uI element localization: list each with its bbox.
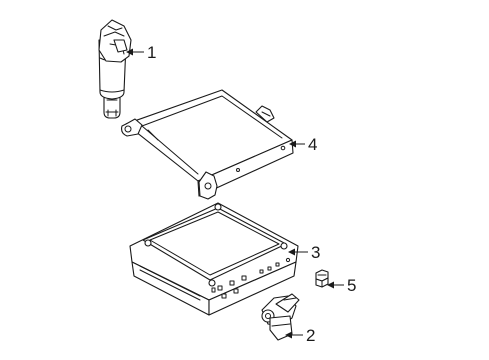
leader-5 bbox=[327, 281, 344, 289]
leader-3 bbox=[288, 248, 308, 256]
callout-1: 1 bbox=[147, 43, 156, 62]
cam-position-sensor bbox=[261, 293, 300, 341]
callout-5: 5 bbox=[347, 276, 356, 295]
ignition-coil bbox=[98, 19, 132, 119]
ecm-bracket bbox=[121, 89, 294, 200]
leader-2 bbox=[285, 331, 303, 339]
ecm-unit bbox=[129, 202, 299, 316]
leader-4 bbox=[289, 140, 305, 148]
leader-1 bbox=[126, 48, 144, 56]
callout-3: 3 bbox=[311, 243, 320, 262]
small-sensor bbox=[315, 269, 329, 288]
callout-2: 2 bbox=[306, 326, 315, 345]
callout-4: 4 bbox=[308, 135, 317, 154]
